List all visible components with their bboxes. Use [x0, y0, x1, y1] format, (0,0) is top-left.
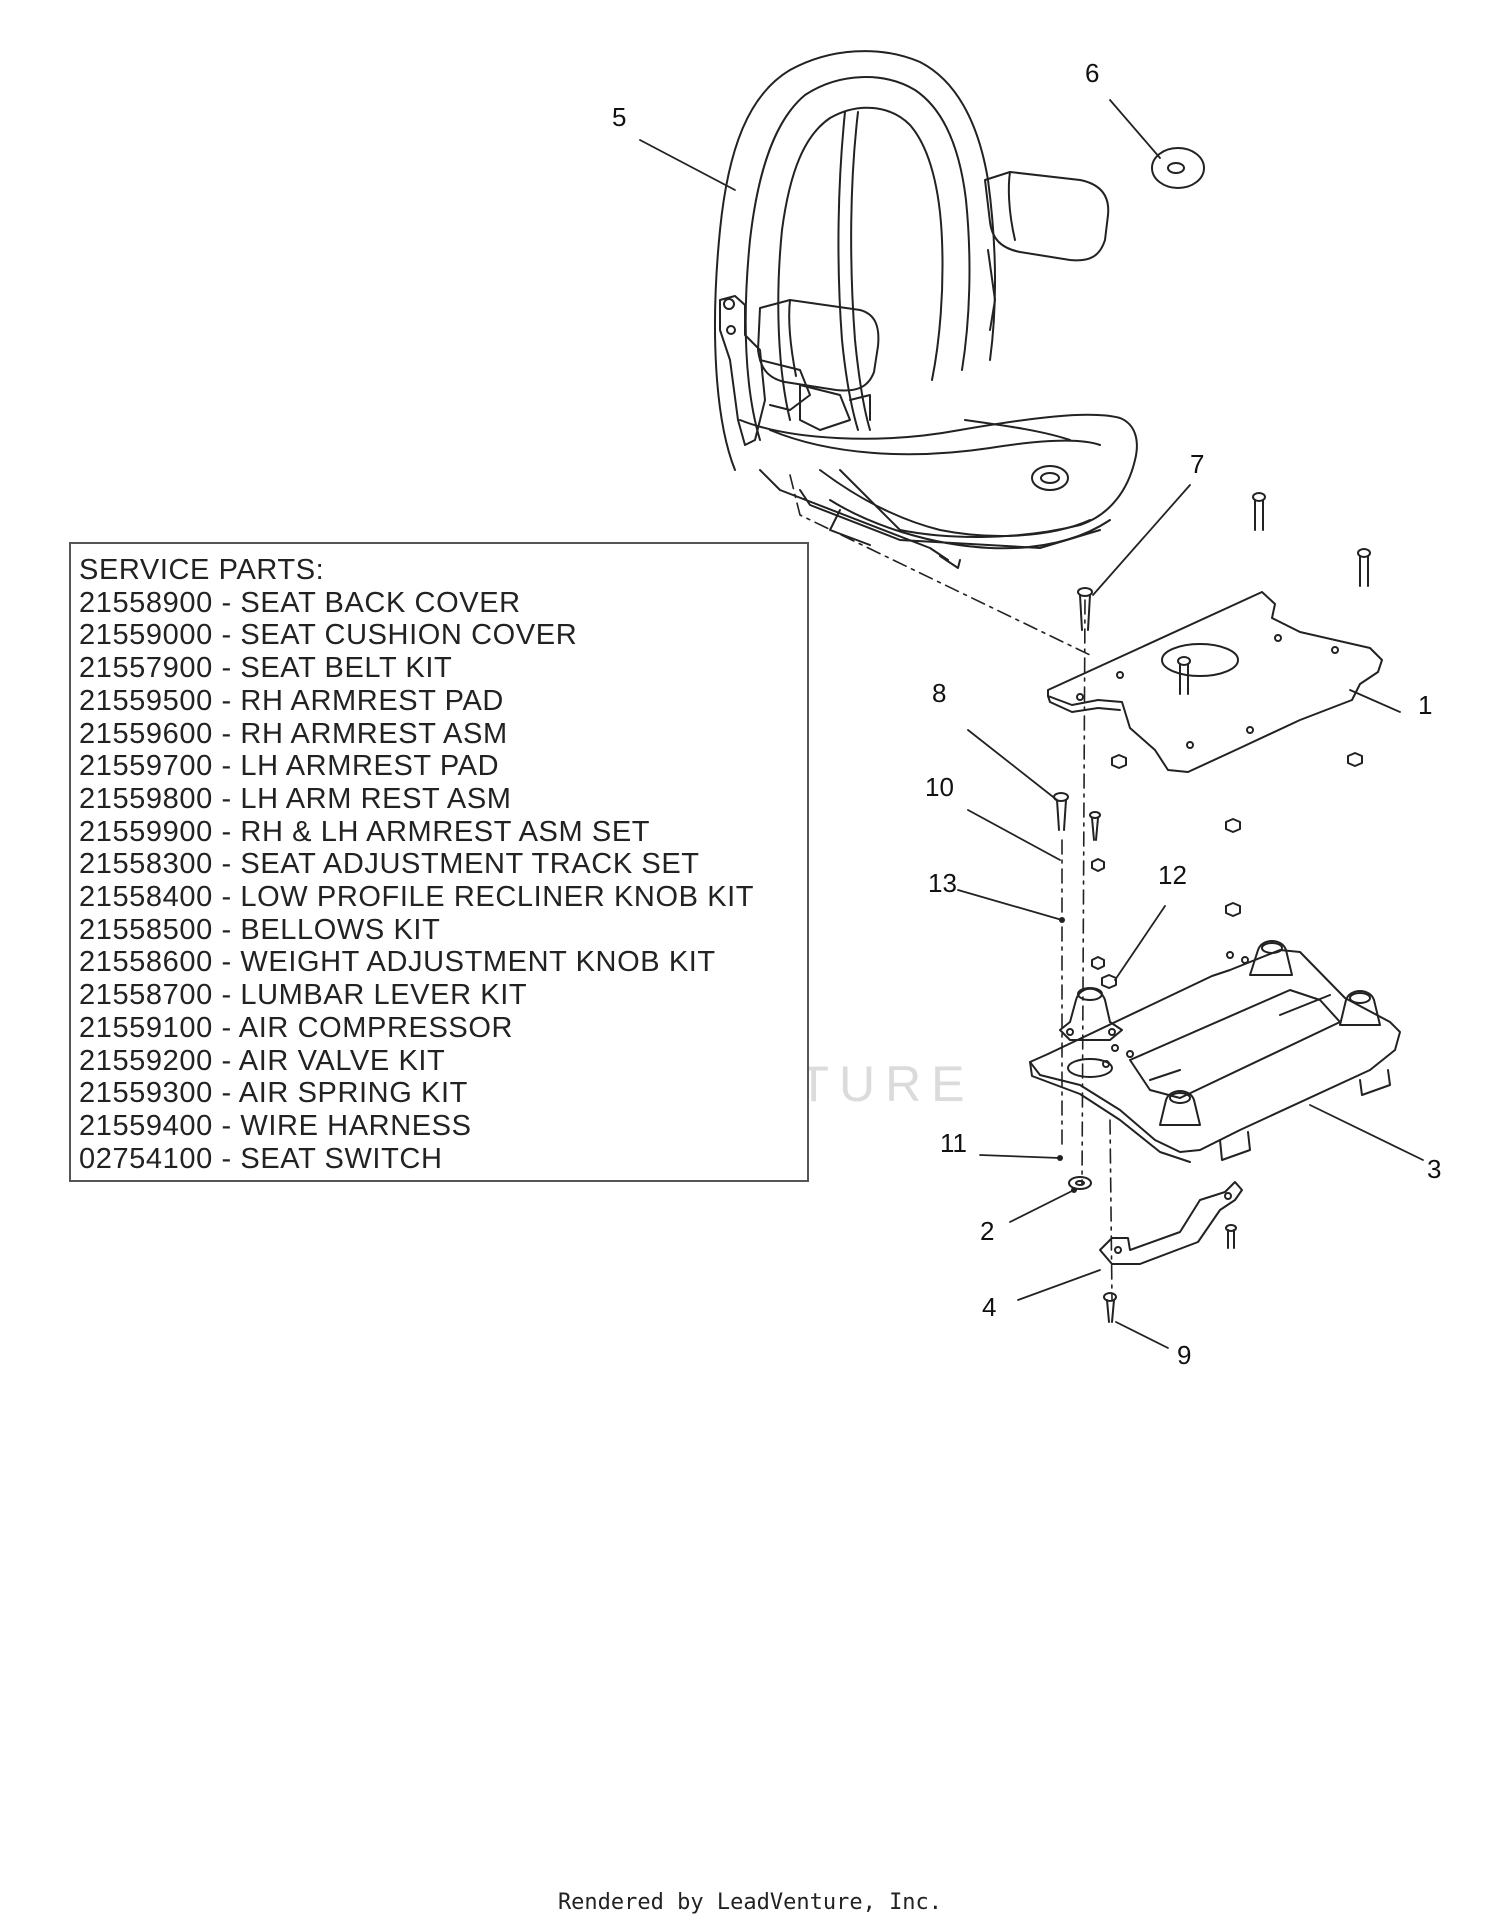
list-item: 21559900 - RH & LH ARMREST ASM SET: [79, 815, 651, 848]
callout-8: 8: [932, 678, 946, 708]
list-item: 21559000 - SEAT CUSHION COVER: [79, 619, 578, 652]
top-mounting-plate: [1047, 591, 1383, 773]
plate-nuts: [1091, 752, 1363, 989]
list-item: 21558600 - WEIGHT ADJUSTMENT KNOB KIT: [79, 946, 716, 979]
list-item: 21559500 - RH ARMREST PAD: [79, 684, 504, 717]
list-item: 21557900 - SEAT BELT KIT: [79, 652, 453, 685]
rubber-isolator: [1059, 987, 1123, 1041]
list-item: 21559400 - WIRE HARNESS: [79, 1109, 472, 1142]
list-item: 02754100 - SEAT SWITCH: [79, 1142, 443, 1175]
list-item: 21559600 - RH ARMREST ASM: [79, 717, 508, 750]
callout-9: 9: [1177, 1340, 1191, 1370]
service-parts-list: 21558900 - SEAT BACK COVER 21559000 - SE…: [71, 587, 807, 1176]
service-parts-box: SERVICE PARTS: 21558900 - SEAT BACK COVE…: [69, 542, 809, 1182]
callout-10: 10: [925, 772, 954, 802]
callout-2: 2: [980, 1216, 994, 1246]
suspension-base: [1029, 940, 1401, 1163]
list-item: 21558900 - SEAT BACK COVER: [79, 586, 521, 619]
list-item: 21559100 - AIR COMPRESSOR: [79, 1011, 514, 1044]
decal-disk: [1151, 147, 1205, 189]
list-item: 21558700 - LUMBAR LEVER KIT: [79, 979, 528, 1012]
callout-11: 11: [940, 1128, 967, 1158]
list-item: 21559700 - LH ARMREST PAD: [79, 750, 500, 783]
callout-4: 4: [982, 1292, 996, 1322]
callout-1: 1: [1418, 690, 1432, 720]
list-item: 21559200 - AIR VALVE KIT: [79, 1044, 446, 1077]
seat-switch-bracket: [1099, 1181, 1243, 1265]
callout-12: 12: [1158, 860, 1187, 890]
footer-credit: Rendered by LeadVenture, Inc.: [557, 1890, 943, 1915]
list-item: 21559300 - AIR SPRING KIT: [79, 1077, 468, 1110]
callout-5: 5: [612, 102, 626, 132]
service-parts-heading: SERVICE PARTS:: [79, 554, 325, 586]
plate-studs: [1177, 492, 1371, 695]
list-item: 21558300 - SEAT ADJUSTMENT TRACK SET: [79, 848, 700, 881]
callout-6: 6: [1085, 58, 1099, 88]
seat-assembly: [714, 50, 1138, 569]
callout-3: 3: [1427, 1154, 1441, 1184]
callout-13: 13: [928, 868, 957, 898]
list-item: 21558400 - LOW PROFILE RECLINER KNOB KIT: [79, 881, 755, 914]
list-item: 21559800 - LH ARM REST ASM: [79, 782, 512, 815]
list-item: 21558500 - BELLOWS KIT: [79, 913, 441, 946]
callout-7: 7: [1190, 449, 1204, 479]
